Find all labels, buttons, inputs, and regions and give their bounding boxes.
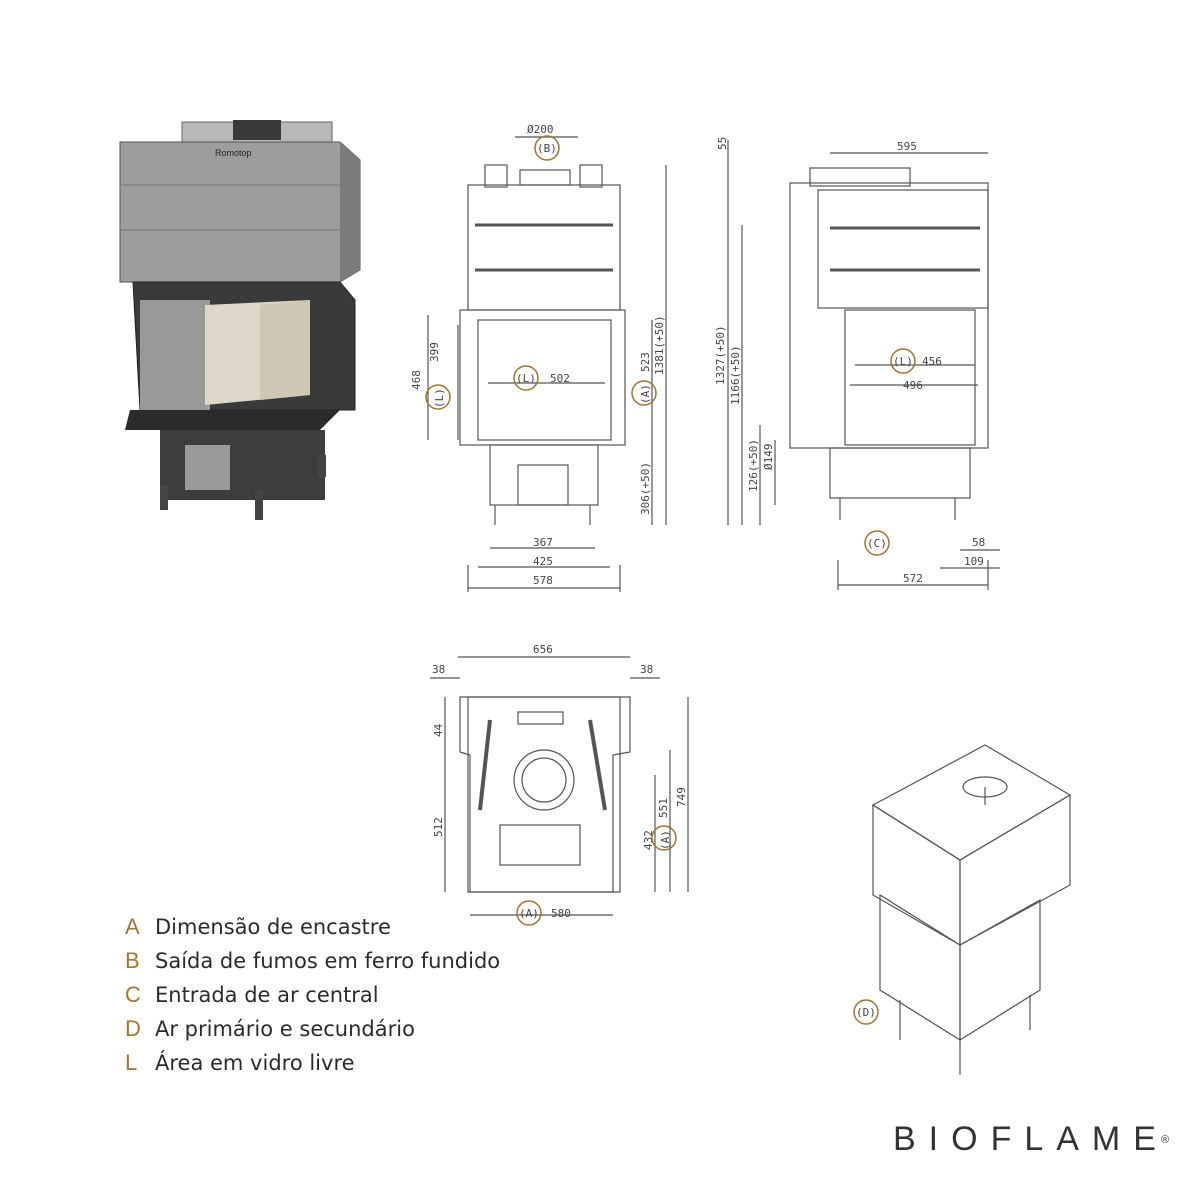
legend-text: Dimensão de encastre bbox=[155, 915, 391, 939]
tag-l-side: (L) bbox=[893, 355, 913, 368]
legend-item: D Ar primário e secundário bbox=[125, 1012, 645, 1046]
dim-d749: 749 bbox=[675, 787, 688, 807]
dim-d456: 456 bbox=[922, 355, 942, 368]
bioflame-logo: BIOFLAME ® bbox=[893, 1120, 1169, 1159]
legend: A Dimensão de encastre B Saída de fumos … bbox=[125, 910, 645, 1080]
tag-l-front-side: (L) bbox=[433, 388, 446, 408]
legend-item: B Saída de fumos em ferro fundido bbox=[125, 944, 645, 978]
tag-l-front: (L) bbox=[516, 372, 536, 385]
dim-d126: 126(+50) bbox=[747, 439, 760, 492]
stove-render: Romotop bbox=[119, 120, 361, 520]
brand-label: Romotop bbox=[215, 148, 252, 158]
dim-d468: 468 bbox=[410, 370, 423, 390]
dim-d306: 306(+50) bbox=[639, 462, 652, 515]
side-view bbox=[727, 140, 1000, 590]
dim-d580: 580 bbox=[551, 907, 571, 920]
dim-d367: 367 bbox=[533, 536, 553, 549]
isometric-view bbox=[871, 744, 1072, 1075]
dim-d496: 496 bbox=[903, 379, 923, 392]
dim-d58: 58 bbox=[972, 536, 985, 549]
dim-d200: Ø200 bbox=[527, 123, 554, 136]
legend-text: Entrada de ar central bbox=[155, 983, 379, 1007]
tag-d-iso: (D) bbox=[856, 1006, 876, 1019]
dim-d38-left: 38 bbox=[432, 663, 445, 676]
tag-a-top: (A) bbox=[659, 830, 672, 850]
dim-d502: 502 bbox=[550, 372, 570, 385]
dim-d1166: 1166(+50) bbox=[729, 345, 742, 405]
legend-text: Ar primário e secundário bbox=[155, 1017, 415, 1041]
dim-d523: 523 bbox=[639, 352, 652, 372]
logo-text: BIOFLAME bbox=[893, 1120, 1169, 1158]
legend-item: L Área em vidro livre bbox=[125, 1046, 645, 1080]
front-view-labels: Ø200 (B) 468 399 (L) (L) 502 (A) 523 138… bbox=[410, 123, 666, 587]
legend-text: Saída de fumos em ferro fundido bbox=[155, 949, 501, 973]
dim-d1381: 1381(+50) bbox=[653, 315, 666, 375]
tag-b-front: (B) bbox=[537, 142, 557, 155]
dim-d109: 109 bbox=[964, 555, 984, 568]
dim-d149: Ø149 bbox=[762, 444, 775, 471]
front-view bbox=[427, 136, 667, 592]
legend-item: C Entrada de ar central bbox=[125, 978, 645, 1012]
dim-d55: 55 bbox=[716, 137, 729, 150]
dim-d512: 512 bbox=[432, 817, 445, 837]
dim-d38-right: 38 bbox=[640, 663, 653, 676]
dim-d595: 595 bbox=[897, 140, 917, 153]
dim-d572: 572 bbox=[903, 572, 923, 585]
dim-d425: 425 bbox=[533, 555, 553, 568]
registered-mark: ® bbox=[1160, 1133, 1170, 1146]
legend-key: L bbox=[125, 1050, 138, 1075]
dim-d578: 578 bbox=[533, 574, 553, 587]
legend-key: A bbox=[125, 914, 140, 939]
dim-d1327: 1327(+50) bbox=[714, 325, 727, 385]
isometric-view-labels: (D) bbox=[853, 999, 879, 1025]
dim-d551: 551 bbox=[657, 798, 670, 818]
top-view bbox=[430, 656, 689, 916]
legend-key: B bbox=[125, 948, 140, 973]
tag-a-front: (A) bbox=[639, 384, 652, 404]
dim-d44: 44 bbox=[432, 723, 445, 737]
dim-d399: 399 bbox=[428, 342, 441, 362]
legend-item: A Dimensão de encastre bbox=[125, 910, 645, 944]
top-view-labels: 656 38 38 44 512 749 551 432 (A) (A) 580 bbox=[432, 643, 688, 926]
dim-d656: 656 bbox=[533, 643, 553, 656]
legend-key: D bbox=[125, 1016, 141, 1041]
tag-a-top-bottom: (A) bbox=[519, 907, 539, 920]
tag-c-side: (C) bbox=[867, 537, 887, 550]
side-view-labels: 55 595 1327(+50) 1166(+50) 126(+50) Ø149… bbox=[714, 137, 985, 585]
legend-key: C bbox=[125, 982, 141, 1007]
legend-text: Área em vidro livre bbox=[155, 1051, 355, 1075]
